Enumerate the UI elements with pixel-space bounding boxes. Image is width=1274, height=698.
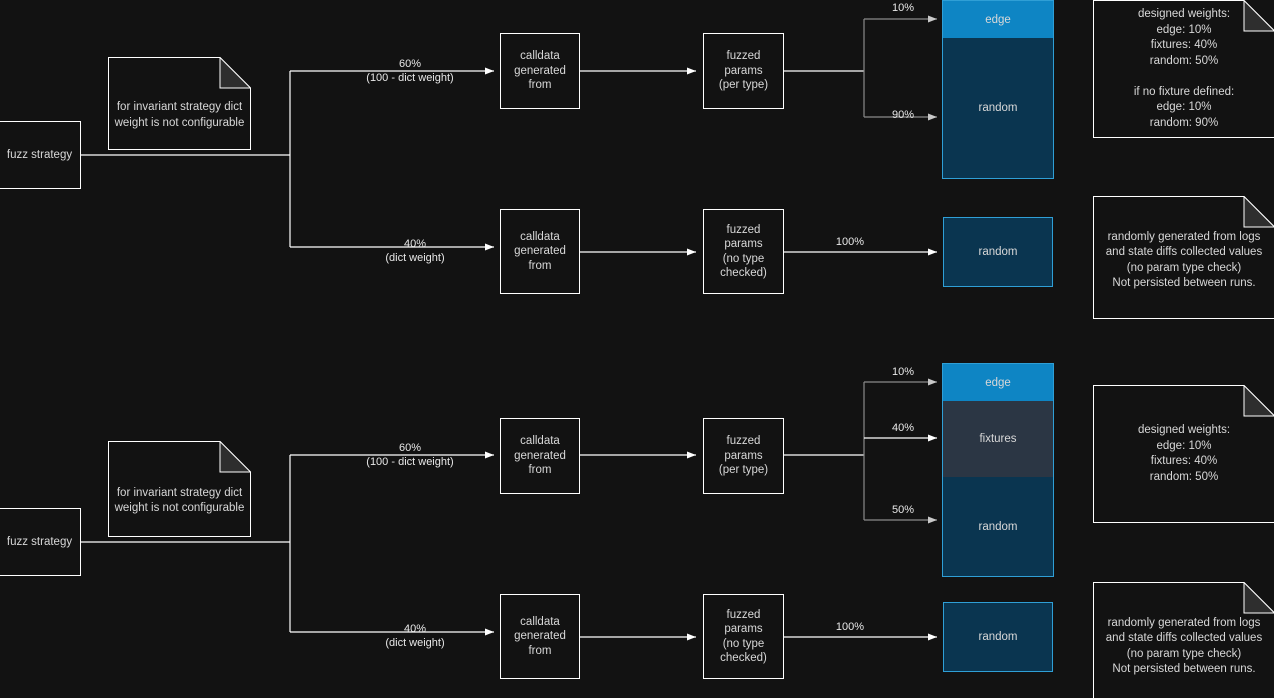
edge-label-bottom-random-100-pct: 100%: [835, 621, 865, 633]
fuzz-strategy-label-bottom: fuzz strategy: [6, 535, 73, 548]
calldata-box-bottom-lower[interactable]: calldata generated from: [500, 594, 580, 679]
params-box-bottom-upper[interactable]: fuzzed params (per type): [703, 418, 784, 494]
note-dict-weight-top: for invariant strategy dict weight is no…: [108, 57, 251, 150]
calldata-box-bottom-upper[interactable]: calldata generated from: [500, 418, 580, 494]
note-designed-weights-top-text: designed weights: edge: 10% fixtures: 40…: [1133, 8, 1235, 129]
output-block-bottom-fixtures[interactable]: fixtures: [943, 401, 1053, 477]
calldata-box-bottom-upper-label: calldata generated from: [514, 435, 566, 477]
output-block-top-random-100[interactable]: random: [943, 217, 1053, 287]
edge-label-top-60: 60%(100 - dict weight): [330, 58, 490, 85]
note-shape-icon: [108, 441, 251, 537]
edge-label-top-random-90-pct: 90%: [891, 109, 915, 121]
params-box-bottom-lower-label: fuzzed params (no type checked): [720, 608, 767, 665]
edge-label-bottom-40-sub: (dict weight): [385, 636, 445, 649]
fuzz-strategy-box-top[interactable]: fuzz strategy: [0, 121, 81, 189]
edge-label-top-60-pct: 60%: [398, 58, 422, 70]
params-box-top-lower[interactable]: fuzzed params (no type checked): [703, 209, 784, 294]
note-random-source-bottom-text: randomly generated from logs and state d…: [1105, 616, 1263, 676]
params-box-top-upper-label: fuzzed params (per type): [718, 50, 769, 92]
edge-label-top-random-90: 90%: [868, 109, 938, 123]
edge-label-top-random-100: 100%: [820, 236, 880, 250]
output-block-top-random[interactable]: random: [943, 38, 1053, 178]
params-box-top-upper[interactable]: fuzzed params (per type): [703, 33, 784, 109]
edge-label-bottom-edge-10: 10%: [868, 366, 938, 380]
output-block-top-random-100-label: random: [978, 246, 1018, 258]
note-random-source-bottom: randomly generated from logs and state d…: [1093, 582, 1274, 698]
note-random-source-top: randomly generated from logs and state d…: [1093, 196, 1274, 319]
output-block-top-edge-label: edge: [985, 13, 1011, 26]
output-block-bottom-edge-label: edge: [985, 376, 1011, 389]
edge-label-top-edge-10-pct: 10%: [891, 2, 915, 14]
output-block-top-random-label: random: [978, 102, 1018, 114]
edge-label-bottom-40-pct: 40%: [403, 623, 427, 635]
fuzz-strategy-box-bottom[interactable]: fuzz strategy: [0, 508, 81, 576]
calldata-box-top-lower-label: calldata generated from: [514, 230, 566, 272]
edge-label-bottom-fixtures-40-pct: 40%: [891, 422, 915, 434]
edge-label-bottom-60: 60%(100 - dict weight): [330, 442, 490, 469]
params-box-bottom-upper-label: fuzzed params (per type): [718, 435, 769, 477]
edge-label-bottom-60-sub: (100 - dict weight): [366, 455, 454, 468]
calldata-box-bottom-lower-label: calldata generated from: [514, 615, 566, 657]
note-shape-icon: [1093, 385, 1274, 523]
fuzz-strategy-label: fuzz strategy: [6, 148, 73, 161]
note-designed-weights-top: designed weights: edge: 10% fixtures: 40…: [1093, 0, 1274, 138]
note-designed-weights-bottom-text: designed weights: edge: 10% fixtures: 40…: [1137, 424, 1231, 483]
edge-label-bottom-edge-10-pct: 10%: [891, 366, 915, 378]
note-shape-icon: [1093, 582, 1274, 698]
edge-label-bottom-fixtures-40: 40%: [868, 422, 938, 436]
edge-label-bottom-random-100: 100%: [820, 621, 880, 635]
edge-label-top-40-sub: (dict weight): [385, 251, 445, 264]
params-box-top-lower-label: fuzzed params (no type checked): [720, 223, 767, 280]
edge-label-bottom-random-50-pct: 50%: [891, 504, 915, 516]
note-shape-icon: [1093, 0, 1274, 138]
note-dict-weight-bottom-text: for invariant strategy dict weight is no…: [114, 486, 245, 515]
edge-label-top-40-pct: 40%: [403, 238, 427, 250]
note-random-source-top-text: randomly generated from logs and state d…: [1105, 230, 1263, 290]
output-block-bottom-fixtures-label: fixtures: [979, 433, 1017, 445]
edge-label-bottom-60-pct: 60%: [398, 442, 422, 454]
output-block-bottom-random-100[interactable]: random: [943, 602, 1053, 672]
output-block-bottom-edge[interactable]: edge: [943, 364, 1053, 401]
edge-label-bottom-40: 40%(dict weight): [335, 623, 495, 650]
edge-label-bottom-random-50: 50%: [868, 504, 938, 518]
output-block-bottom-random[interactable]: random: [943, 477, 1053, 576]
output-block-bottom-random-100-label: random: [978, 631, 1018, 643]
note-dict-weight-top-text: for invariant strategy dict weight is no…: [114, 101, 245, 129]
calldata-box-top-upper-label: calldata generated from: [514, 50, 566, 92]
edge-label-top-random-100-pct: 100%: [835, 236, 865, 248]
calldata-box-top-upper[interactable]: calldata generated from: [500, 33, 580, 109]
params-box-bottom-lower[interactable]: fuzzed params (no type checked): [703, 594, 784, 679]
output-block-bottom-random-label: random: [978, 520, 1018, 533]
edge-label-top-edge-10: 10%: [868, 2, 938, 16]
note-shape-icon: [1093, 196, 1274, 319]
edge-label-top-60-sub: (100 - dict weight): [366, 71, 454, 84]
output-block-top-edge[interactable]: edge: [943, 1, 1053, 38]
calldata-box-top-lower[interactable]: calldata generated from: [500, 209, 580, 294]
note-designed-weights-bottom: designed weights: edge: 10% fixtures: 40…: [1093, 385, 1274, 523]
note-dict-weight-bottom: for invariant strategy dict weight is no…: [108, 441, 251, 537]
edge-label-top-40: 40%(dict weight): [335, 238, 495, 265]
note-shape-icon: [108, 57, 251, 150]
